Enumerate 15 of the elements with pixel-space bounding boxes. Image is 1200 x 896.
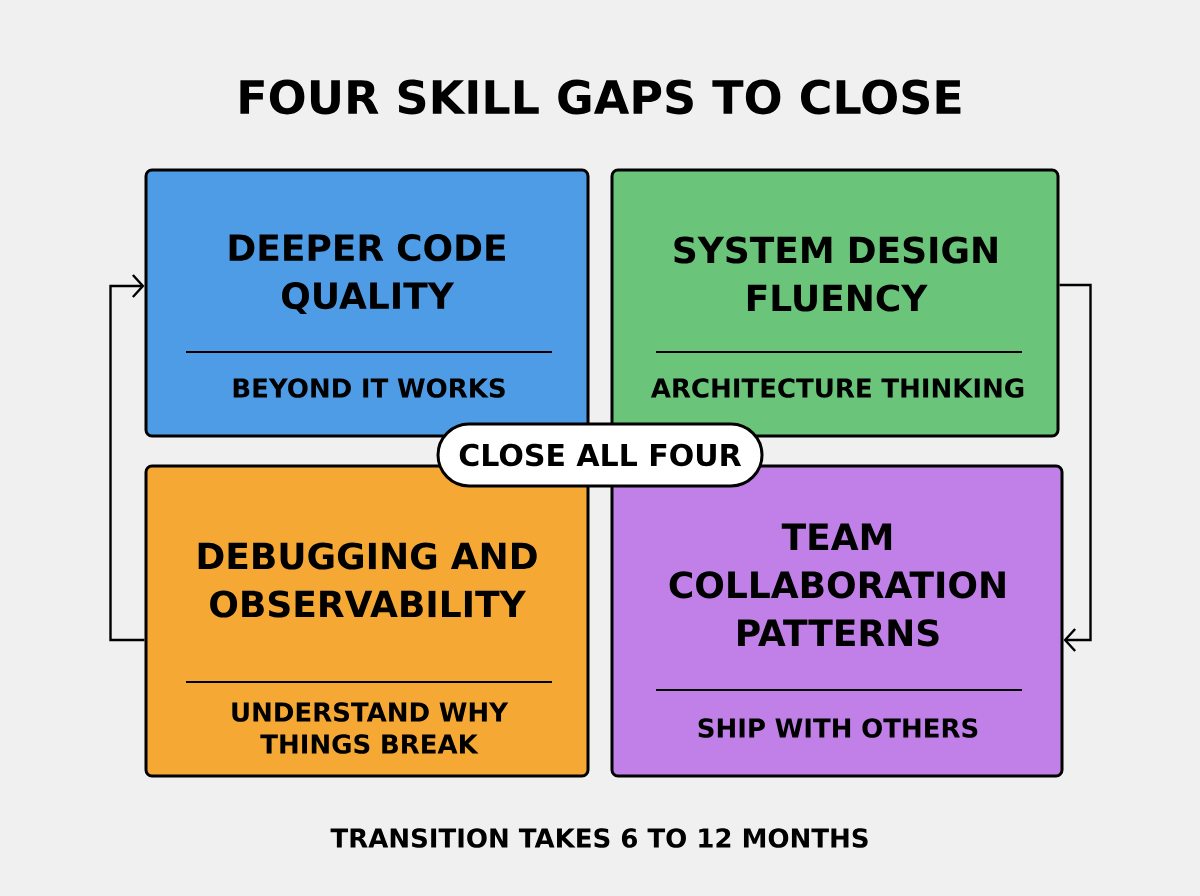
card-subtitle: UNDERSTAND WHY THINGS BREAK (232, 702, 509, 754)
card-heading: SYSTEM DESIGN FLUENCY (674, 236, 997, 312)
card-heading: TEAM COLLABORATION PATTERNS (669, 523, 1005, 647)
skill-card (610, 168, 1060, 438)
card-subtitle: SHIP WITH OTHERS (698, 718, 978, 738)
card-subtitle: BEYOND IT WORKS (233, 378, 505, 398)
arrow (109, 274, 145, 642)
card-heading: DEBUGGING AND OBSERVABILITY (198, 542, 537, 618)
card-subtitle: ARCHITECTURE THINKING (650, 378, 1024, 398)
skill-card (144, 168, 590, 438)
pill-label: CLOSE ALL FOUR (436, 422, 764, 488)
card-heading: DEEPER CODE QUALITY (229, 234, 505, 314)
title: FOUR SKILL GAPS TO CLOSE (240, 79, 961, 115)
arrow (1059, 283, 1092, 652)
caption: TRANSITION TAKES 6 TO 12 MONTHS (330, 828, 868, 848)
